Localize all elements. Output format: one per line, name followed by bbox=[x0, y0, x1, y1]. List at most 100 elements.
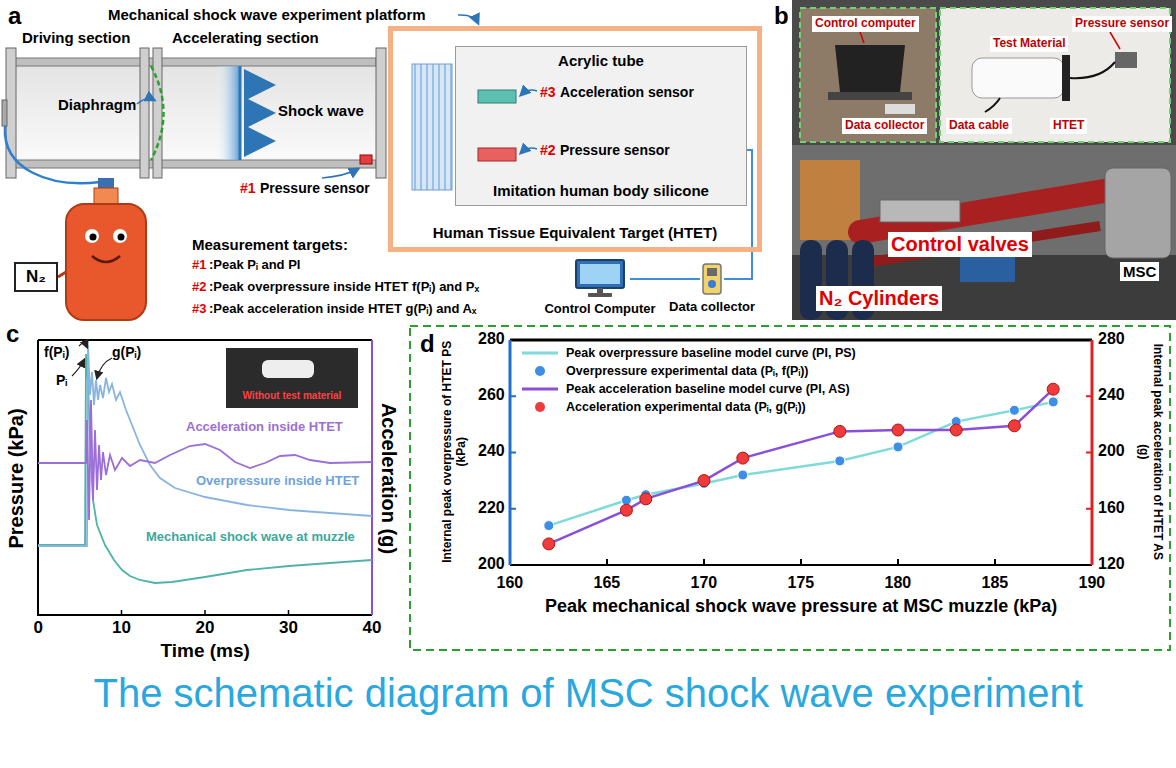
legend-sample bbox=[520, 400, 560, 414]
tick-label: 200 bbox=[1098, 442, 1125, 460]
data-collector: Data collector bbox=[700, 262, 724, 296]
photo-label: N₂ Cylinders bbox=[816, 286, 942, 311]
tick-label: 190 bbox=[1079, 574, 1106, 592]
callout-number: #2 bbox=[192, 280, 206, 295]
part-label: Pressure sensor bbox=[260, 180, 370, 196]
section-label: Accelerating section bbox=[172, 29, 319, 46]
part-label: Acceleration sensor bbox=[560, 84, 694, 100]
part-label: Shock wave bbox=[278, 102, 364, 119]
cable-connector bbox=[724, 150, 752, 279]
photo-label: Data collector bbox=[842, 118, 927, 134]
axis-title: Internal peak acceleration of HTET AS (g… bbox=[1136, 337, 1164, 567]
node-text: Imitation human body silicone bbox=[493, 182, 709, 199]
tick-label: 280 bbox=[1098, 330, 1125, 348]
tick-label: 220 bbox=[478, 499, 505, 517]
part-label: Diaphragm bbox=[58, 96, 136, 113]
htet-target bbox=[412, 46, 747, 206]
curve-label: Mechanical shock wave at muzzle bbox=[146, 530, 355, 545]
callout-number: #1 bbox=[240, 180, 256, 196]
legend-sample bbox=[520, 382, 560, 396]
peak-annotation: g(Pᵢ) bbox=[112, 344, 141, 360]
shock-tube bbox=[2, 15, 478, 178]
acrylic-tube-box: Acrylic tubeImitation human body silicon… bbox=[455, 46, 747, 206]
tick-label: 240 bbox=[1098, 386, 1125, 404]
section-label: Driving section bbox=[22, 29, 130, 46]
legend-row: Peak acceleration baseline model curve (… bbox=[520, 380, 856, 398]
inset-caption: Without test material bbox=[243, 390, 342, 402]
panel-letter: b bbox=[774, 2, 789, 30]
photo-label: Control computer bbox=[812, 16, 919, 32]
tick-label: 200 bbox=[478, 555, 505, 573]
tick-label: 170 bbox=[691, 574, 718, 592]
tick-label: 30 bbox=[279, 618, 298, 638]
list-item: :Peak acceleration inside HTET g(Pᵢ) and… bbox=[209, 302, 477, 317]
list-item: :Peak Pᵢ and PI bbox=[209, 258, 300, 273]
sample-dot bbox=[535, 366, 545, 376]
tick-label: 120 bbox=[1098, 555, 1125, 573]
node-text: Data collector bbox=[669, 300, 755, 315]
sample-line bbox=[522, 352, 558, 355]
legend-text: Peak acceleration baseline model curve (… bbox=[566, 382, 850, 396]
tick-label: 280 bbox=[478, 330, 505, 348]
gas-sign: N₂ bbox=[14, 262, 58, 292]
cable-connector bbox=[630, 278, 700, 280]
axis-title: Internal peak overpressure of HTET PS (k… bbox=[441, 337, 469, 567]
legend-text: Acceleration experimental data (Pᵢ, g(Pᵢ… bbox=[566, 400, 806, 414]
node-text: Control Computer bbox=[544, 302, 655, 317]
legend-row: Acceleration experimental data (Pᵢ, g(Pᵢ… bbox=[520, 398, 856, 416]
computer-icon bbox=[570, 258, 630, 298]
photo-label: Data cable bbox=[946, 118, 1012, 134]
curve-label: Acceleration inside HTET bbox=[186, 420, 343, 435]
list-heading: Measurement targets: bbox=[192, 236, 348, 253]
panel-letter: c bbox=[6, 320, 19, 348]
gas-tank bbox=[5, 126, 146, 320]
part-label: Pressure sensor bbox=[560, 142, 670, 158]
legend-box: Peak overpressure baseline model curve (… bbox=[520, 344, 856, 416]
figure-caption: The schematic diagram of MSC shock wave … bbox=[94, 670, 1083, 716]
legend-row: Overpressure experimental data (Pᵢ, f(Pᵢ… bbox=[520, 362, 856, 380]
sample-dot bbox=[535, 402, 545, 412]
list-item: :Peak overpressure inside HTET f(Pᵢ) and… bbox=[209, 280, 479, 295]
callout-number: #1 bbox=[192, 258, 206, 273]
peak-annotation: Pᵢ bbox=[56, 372, 67, 388]
tick-label: 175 bbox=[788, 574, 815, 592]
peak-chart bbox=[410, 326, 1170, 650]
lab-photo bbox=[792, 0, 1176, 320]
legend-sample bbox=[520, 364, 560, 378]
tick-label: 160 bbox=[497, 574, 524, 592]
control-computer: Control Computer bbox=[570, 258, 630, 298]
legend-text: Overpressure experimental data (Pᵢ, f(Pᵢ… bbox=[566, 364, 809, 378]
node-text: N₂ bbox=[26, 267, 46, 287]
tick-label: 180 bbox=[885, 574, 912, 592]
tick-label: 165 bbox=[594, 574, 621, 592]
callout-number: #3 bbox=[192, 302, 206, 317]
platform-title: Mechanical shock wave experiment platfor… bbox=[108, 6, 426, 23]
time-chart bbox=[38, 340, 372, 615]
curve-label: Overpressure inside HTET bbox=[196, 474, 359, 489]
axis-title: Peak mechanical shock wave pressure at M… bbox=[545, 596, 1057, 617]
legend-text: Peak overpressure baseline model curve (… bbox=[566, 346, 856, 360]
panel-letter: d bbox=[420, 330, 435, 358]
htet-box: Human Tissue Equivalent Target (HTET) Acr… bbox=[388, 26, 762, 252]
photo-label: Control valves bbox=[888, 232, 1032, 257]
collector-icon bbox=[700, 262, 724, 296]
tick-label: 20 bbox=[196, 618, 215, 638]
photo-label: Pressure sensor bbox=[1072, 16, 1172, 32]
tick-label: 10 bbox=[112, 618, 131, 638]
tick-label: 0 bbox=[34, 618, 43, 638]
photo-label: Test Material bbox=[990, 36, 1068, 52]
node-text: Acrylic tube bbox=[558, 52, 644, 69]
axis-title: Acceleration (g) bbox=[377, 402, 400, 553]
node-text: Human Tissue Equivalent Target (HTET) bbox=[433, 224, 718, 241]
photo-label: MSC bbox=[1120, 262, 1159, 281]
panel-letter: a bbox=[8, 2, 21, 30]
tick-label: 260 bbox=[478, 386, 505, 404]
axis-title: Pressure (kPa) bbox=[5, 408, 28, 548]
callout-number: #3 bbox=[540, 84, 556, 100]
tick-label: 160 bbox=[1098, 499, 1125, 517]
tick-label: 240 bbox=[478, 442, 505, 460]
peak-annotation: f(Pᵢ) bbox=[44, 344, 69, 360]
callout-number: #2 bbox=[540, 142, 556, 158]
axis-title: Time (ms) bbox=[161, 640, 250, 662]
